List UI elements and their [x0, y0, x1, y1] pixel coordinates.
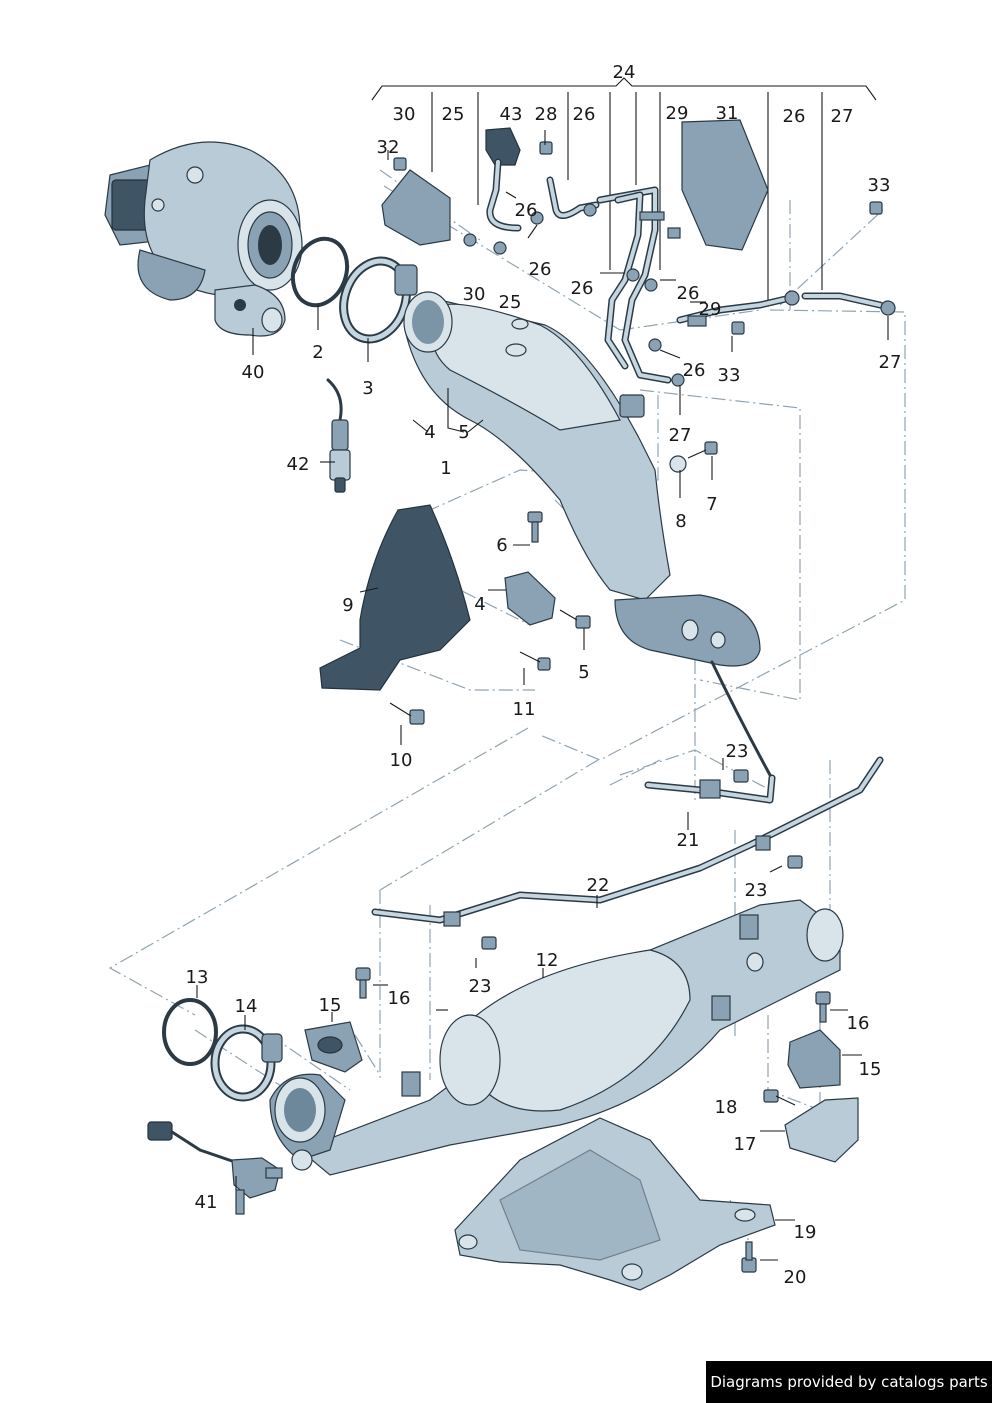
callout-29-top: 29 — [666, 103, 689, 124]
callout-5-bolt: 5 — [578, 662, 589, 683]
callout-21: 21 — [677, 830, 700, 851]
callout-30-mid: 30 — [463, 284, 486, 305]
v-band-clamp — [339, 256, 418, 344]
callout-19: 19 — [794, 1222, 817, 1243]
rear-pressure-lines — [371, 660, 884, 950]
callout-25-mid: 25 — [499, 292, 522, 313]
callout-labels: 1 2 3 4 5 4 5 6 7 8 9 10 11 12 13 14 15 … — [186, 62, 902, 1288]
callout-28: 28 — [535, 104, 558, 125]
footer-credit: Diagrams provided by catalogs parts — [706, 1361, 992, 1403]
callout-25-top: 25 — [442, 104, 465, 125]
callout-20: 20 — [784, 1267, 807, 1288]
callout-30-top: 30 — [393, 104, 416, 125]
callout-26-a: 26 — [573, 104, 596, 125]
callout-9: 9 — [342, 595, 353, 616]
callout-27-right: 27 — [879, 352, 902, 373]
group-bracket-24 — [371, 77, 877, 300]
callout-16-left: 16 — [388, 988, 411, 1009]
exhaust-temperature-sensor — [147, 1121, 283, 1215]
callout-14: 14 — [235, 996, 258, 1017]
leader-lines — [196, 130, 889, 1261]
callout-17: 17 — [734, 1134, 757, 1155]
callout-27-mid: 27 — [669, 425, 692, 446]
callout-31: 31 — [716, 103, 739, 124]
callout-27-top: 27 — [831, 106, 854, 127]
front-catalytic-converter — [403, 291, 761, 667]
particulate-filter — [269, 899, 844, 1176]
callout-40: 40 — [242, 362, 265, 383]
callout-7: 7 — [706, 494, 717, 515]
callout-23-right: 23 — [745, 880, 768, 901]
callout-26-g: 26 — [683, 360, 706, 381]
callout-26-d: 26 — [529, 259, 552, 280]
pressure-line-assembly — [381, 119, 896, 387]
callout-16-right: 16 — [847, 1013, 870, 1034]
callout-32: 32 — [377, 137, 400, 158]
callout-23-top: 23 — [726, 741, 749, 762]
callout-29-mid: 29 — [699, 299, 722, 320]
callout-3: 3 — [362, 378, 373, 399]
mounting-bracket — [504, 571, 556, 626]
callout-33-mid: 33 — [718, 365, 741, 386]
callout-24: 24 — [613, 62, 636, 83]
callout-26-e: 26 — [571, 278, 594, 299]
callout-5-cat: 5 — [458, 422, 469, 443]
mount-bracket-rear — [784, 1097, 859, 1163]
gasket-ring-rear — [162, 998, 218, 1066]
bolt-set-lower — [355, 967, 831, 1273]
assembly-guide-lines — [108, 169, 906, 1249]
gasket-ring — [290, 236, 350, 308]
callout-41: 41 — [195, 1192, 218, 1213]
callout-23-left: 23 — [469, 976, 492, 997]
callout-15-right: 15 — [859, 1059, 882, 1080]
callout-12: 12 — [536, 950, 559, 971]
callout-33-top: 33 — [868, 175, 891, 196]
callout-13: 13 — [186, 967, 209, 988]
callout-22: 22 — [587, 875, 610, 896]
turbocharger — [104, 141, 303, 337]
callout-8: 8 — [675, 511, 686, 532]
callout-43: 43 — [500, 104, 523, 125]
lambda-probe — [326, 378, 351, 493]
callout-26-b: 26 — [783, 106, 806, 127]
heat-shield-front — [319, 504, 471, 691]
clamp-rear — [210, 1024, 283, 1102]
callout-26-c: 26 — [515, 200, 538, 221]
callout-6: 6 — [496, 535, 507, 556]
callout-2: 2 — [312, 342, 323, 363]
exhaust-mount-right — [787, 1029, 841, 1089]
footer-credit-text: Diagrams provided by catalogs parts — [710, 1373, 988, 1391]
callout-42: 42 — [287, 454, 310, 475]
bolt-set-upper — [389, 141, 883, 725]
callout-26-f: 26 — [677, 283, 700, 304]
callout-4-cat: 4 — [424, 422, 435, 443]
callout-1: 1 — [440, 458, 451, 479]
callout-11: 11 — [513, 699, 536, 720]
callout-15-left: 15 — [319, 995, 342, 1016]
callout-4-bracket: 4 — [474, 594, 485, 615]
callout-18: 18 — [715, 1097, 738, 1118]
callout-10: 10 — [390, 750, 413, 771]
